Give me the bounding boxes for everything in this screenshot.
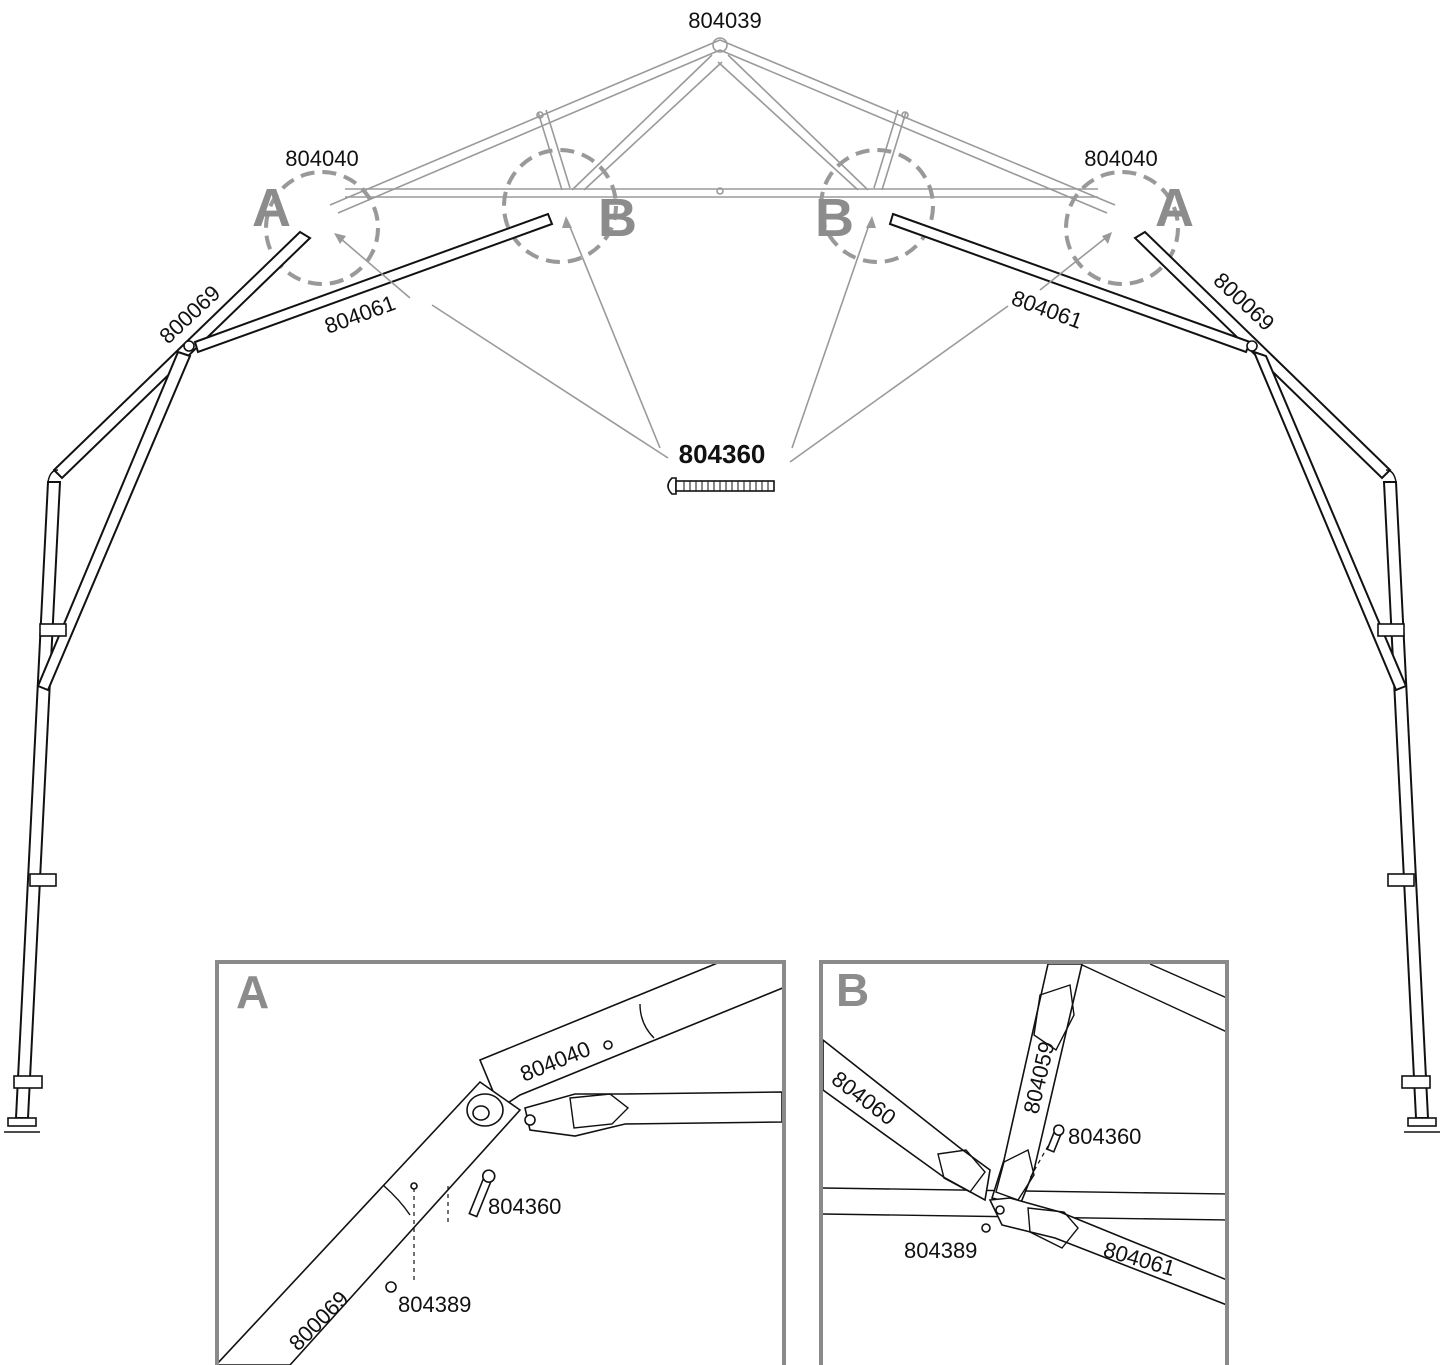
leader-lines: [334, 216, 1112, 463]
callout-circle-b-right: [819, 148, 935, 264]
detail-b-panel: B 804060 804059 804061 804360 804389: [819, 960, 1229, 1365]
detail-a-title: A: [236, 966, 269, 1018]
detail-b-title: B: [836, 964, 869, 1016]
detail-a-bolt-label: 804360: [488, 1194, 561, 1219]
label-joint-left: 804040: [285, 146, 358, 171]
detail-b-nut-label: 804389: [904, 1238, 977, 1263]
detail-a-nut-label: 804389: [398, 1292, 471, 1317]
label-leg-right: 800069: [1209, 267, 1280, 335]
callout-circle-a-left: [264, 170, 380, 286]
callout-letter-b-right: B: [815, 188, 854, 248]
detail-a-panel: A 804040 800069 804360 804389: [215, 960, 786, 1365]
callout-letter-a-left: A: [252, 178, 291, 238]
bolt-icon: [667, 477, 775, 495]
detail-b-bolt-label: 804360: [1068, 1124, 1141, 1149]
label-top-beam: 804039: [688, 8, 761, 33]
roof-truss: [329, 37, 1116, 214]
right-leg-assembly: [888, 212, 1440, 1133]
callout-circle-b-left: [502, 148, 618, 264]
label-bolt: 804360: [679, 439, 766, 469]
callout-letter-b-left: B: [598, 188, 637, 248]
left-leg-assembly: [4, 212, 554, 1133]
label-joint-right: 804040: [1084, 146, 1157, 171]
callout-circle-a-right: [1064, 170, 1180, 286]
callout-letter-a-right: A: [1155, 178, 1194, 238]
callout-circles: [264, 148, 1180, 286]
label-brace-right: 804061: [1008, 285, 1086, 334]
